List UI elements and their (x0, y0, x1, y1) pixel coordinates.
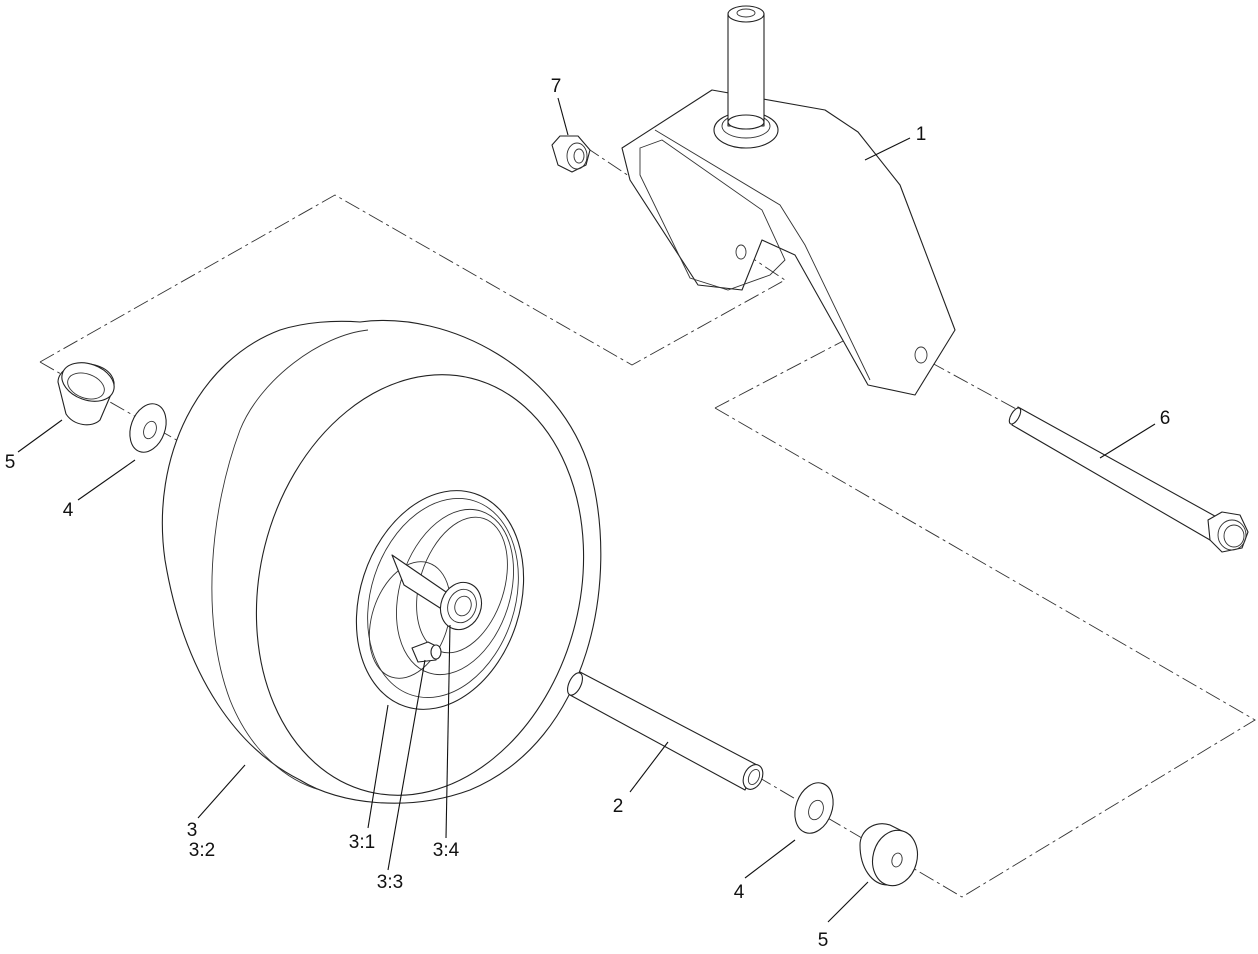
axle-bolt (1008, 406, 1249, 553)
tube-body (569, 671, 758, 791)
cap-left-inner (67, 372, 105, 400)
washer-right (794, 782, 834, 834)
bearing-inner (454, 595, 472, 617)
lower-axle-centerline (714, 339, 846, 409)
leader-3-3 (387, 659, 426, 871)
leader-5-left (17, 419, 63, 453)
fork-body (621, 89, 956, 396)
bolt-shank (1011, 406, 1223, 541)
leader-4-left (77, 459, 136, 501)
callout-2: 2 (613, 796, 624, 817)
flange-nut (551, 135, 591, 173)
tire-inner-edge (211, 329, 369, 791)
callout-6: 6 (1160, 408, 1171, 429)
callout-3-3: 3:3 (377, 872, 403, 893)
callout-4-right: 4 (734, 882, 745, 903)
callout-3-2: 3:2 (189, 840, 215, 861)
tube-end-far (567, 672, 583, 696)
leader-6 (1099, 423, 1156, 459)
leader-1 (864, 137, 911, 161)
callout-1: 1 (916, 124, 927, 145)
callout-7: 7 (551, 76, 562, 97)
leader-5-right (827, 881, 869, 923)
fork-inner-plate (639, 139, 786, 291)
cap-right-face (871, 829, 919, 887)
stem-shaft-bottom (727, 114, 765, 130)
cap-right-hole (891, 852, 903, 868)
callout-5-left: 5 (5, 452, 16, 473)
leader-3-1 (367, 704, 389, 829)
wheel-tire-assembly (161, 320, 602, 804)
bolt-tip (1008, 407, 1022, 425)
bolt-head-face (1217, 519, 1247, 551)
lower-axle-centerline-main (499, 407, 1256, 898)
washer-left-outer (129, 403, 167, 453)
spacer-cap-left (57, 362, 115, 426)
leader-4-right (744, 839, 796, 879)
callout-3-1: 3:1 (349, 832, 375, 853)
rim-inner-4 (368, 561, 452, 679)
axle-spacer-tube (567, 671, 764, 791)
rim-inner-1 (367, 498, 519, 698)
valve-cap (430, 644, 442, 660)
stem-top (727, 5, 765, 23)
callout-labels: 1 7 6 5 4 3 3:2 3:1 3:3 3:4 2 4 5 (5, 76, 1171, 951)
leader-3-4 (445, 624, 451, 839)
leader-3 (197, 764, 246, 819)
callout-4-left: 4 (63, 500, 74, 521)
cap-left-rim (61, 362, 115, 402)
caster-fork-bracket (621, 5, 956, 396)
fork-fold-edge (654, 129, 871, 381)
fork-hole-lower (914, 346, 928, 364)
leader-lines (17, 97, 1156, 923)
bolt-head-flange (1223, 524, 1245, 548)
leader-2 (629, 741, 669, 793)
stem-top-hole (736, 8, 756, 18)
washer-left (129, 403, 167, 453)
bolt-centerline (929, 361, 1019, 411)
nut-hole (573, 148, 585, 164)
washer-left-hole (143, 420, 157, 440)
washer-right-outer (794, 782, 834, 834)
nut-face (566, 142, 588, 170)
upper-axle-centerline (39, 149, 786, 366)
spacer-cap-right (859, 823, 919, 887)
callout-3-4: 3:4 (433, 840, 460, 861)
washer-right-hole (808, 799, 824, 821)
callout-3: 3 (187, 820, 198, 841)
stem-shaft (727, 13, 765, 127)
leader-7 (557, 97, 569, 136)
fork-hole-upper (735, 244, 747, 260)
callout-5-right: 5 (818, 930, 829, 951)
tube-end-near (742, 764, 764, 790)
bearing-middle (447, 588, 477, 624)
tube-end-hole (747, 768, 761, 786)
